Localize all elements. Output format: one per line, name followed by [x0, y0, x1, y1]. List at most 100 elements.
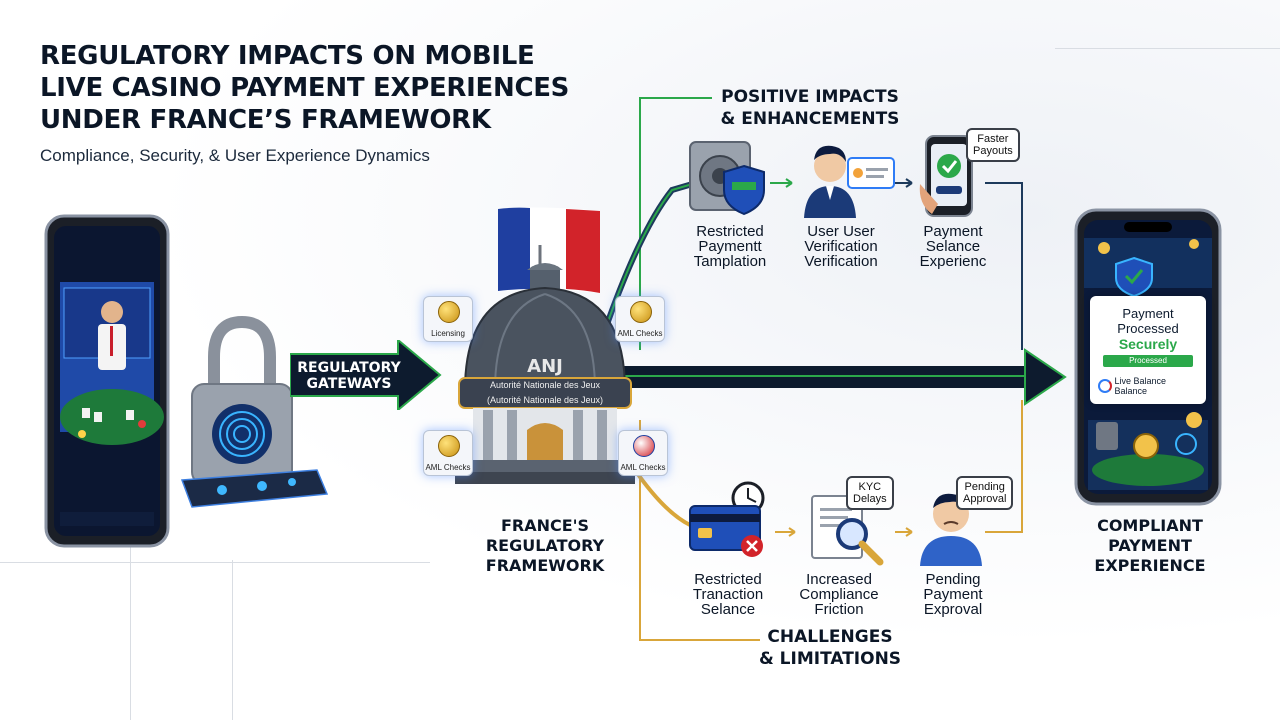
vault-shield-icon — [688, 140, 770, 218]
result-phone: Payment Processed Securely Processed Liv… — [1074, 208, 1222, 506]
licensing-coin-icon — [438, 301, 460, 323]
page-title-line-1: REGULATORY IMPACTS ON MOBILE — [40, 41, 535, 71]
payment-status-text: Securely — [1118, 336, 1178, 352]
live-balance-line-2: Balance — [1114, 386, 1148, 396]
positive-item-3-line-2: Selance — [925, 238, 981, 255]
live-balance-line-1: Live Balance — [1114, 376, 1167, 386]
live-balance-row: Live Balance Balance — [1098, 376, 1202, 396]
casino-phone-graphic — [44, 214, 170, 548]
positive-item-1-line-2: Paymentt — [698, 238, 762, 255]
badge-aml-bottom-left: AML Checks — [423, 430, 473, 476]
framework-label: FRANCE'S REGULATORY FRAMEWORK — [470, 516, 620, 576]
anj-dome: ANJ Autorité Nationale des Jeux (Autorit… — [455, 260, 635, 490]
arrow-challenge-2-head — [905, 527, 913, 537]
pending-approval-bubble: Pending Approval — [956, 476, 1014, 510]
challenge-item-1-label: Restricted Tranaction Selance — [673, 572, 783, 617]
badge-aml-bottom-right: AML Checks — [618, 430, 668, 476]
challenge-item-3-line-1: Pending — [925, 571, 981, 588]
positive-item-3-line-3: Experienc — [919, 253, 987, 270]
badge-aml-top-label: AML Checks — [617, 329, 663, 338]
positive-item-3-line-1: Payment — [923, 223, 983, 240]
challenge-item-2-line-3: Friction — [814, 601, 864, 618]
faster-payouts-bubble: Faster Payouts — [966, 128, 1020, 162]
challenges-heading-line-1: CHALLENGES — [767, 627, 893, 647]
positive-item-1-line-3: Tamplation — [693, 253, 767, 270]
processed-badge: Processed — [1103, 355, 1193, 367]
badge-licensing: Licensing — [423, 296, 473, 342]
dome-building-icon — [455, 263, 635, 484]
challenge-item-2-label: Increased Compliance Friction — [784, 572, 894, 617]
positive-item-1-line-1: Restricted — [696, 223, 764, 240]
challenges-to-result-line — [985, 400, 1023, 533]
gateway-label: REGULATORY GATEWAYS — [294, 360, 404, 392]
positive-item-3-label: Payment Selance Experienc — [898, 224, 1008, 269]
dome-title: ANJ — [527, 356, 563, 377]
payment-processed-line-1: Payment — [1122, 306, 1174, 321]
regulatory-gateways-arrow: REGULATORY GATEWAYS — [290, 340, 442, 410]
badge-aml-top: AML Checks — [615, 296, 665, 342]
challenge-item-3-label: Pending Payment Exproval — [898, 572, 1008, 617]
result-label: COMPLIANT PAYMENT EXPERIENCE — [1070, 516, 1230, 576]
kyc-delays-line-1: KYC — [858, 481, 882, 493]
positive-to-result-line — [985, 182, 1023, 350]
arrow-positive-2-head — [905, 178, 913, 188]
gateway-label-line-1: REGULATORY — [297, 360, 401, 376]
grid-line — [0, 562, 430, 563]
challenge-item-1-line-2: Tranaction — [692, 586, 764, 603]
badge-aml-bottom-left-label: AML Checks — [425, 463, 471, 472]
aml-coin-icon — [438, 435, 460, 457]
grid-line — [232, 560, 233, 720]
result-label-line-3: EXPERIENCE — [1094, 556, 1206, 575]
positive-item-2-line-3: Verification — [804, 253, 878, 270]
security-padlock — [172, 312, 332, 517]
arrow-challenge-1-head — [788, 527, 796, 537]
result-label-line-2: PAYMENT — [1108, 536, 1192, 555]
payment-processed-card: Payment Processed Securely Processed Liv… — [1090, 296, 1206, 404]
pending-approval-line-1: Pending — [964, 481, 1005, 493]
aml-flag-icon — [633, 435, 655, 457]
payment-processed-title: Payment Processed — [1090, 306, 1206, 336]
refresh-icon — [1098, 379, 1112, 393]
challenge-item-2-line-2: Compliance — [799, 586, 879, 603]
badge-aml-bottom-right-label: AML Checks — [620, 463, 666, 472]
positive-heading: POSITIVE IMPACTS & ENHANCEMENTS — [700, 86, 920, 130]
challenge-item-1-line-1: Restricted — [694, 571, 762, 588]
faster-payouts-line-1: Faster — [977, 133, 1009, 145]
badge-licensing-label: Licensing — [431, 329, 465, 338]
page-title-line-2: LIVE CASINO PAYMENT EXPERIENCES — [40, 73, 570, 103]
positive-branch-line-accent — [604, 179, 707, 331]
gateway-arrow-shape — [290, 340, 442, 410]
challenge-item-3-line-2: Payment — [923, 586, 983, 603]
restricted-card-icon — [688, 480, 772, 560]
user-verification-icon — [800, 140, 896, 220]
framework-label-line-3: FRAMEWORK — [485, 556, 605, 575]
arrow-positive-1-head — [785, 178, 793, 188]
result-label-line-1: COMPLIANT — [1097, 516, 1203, 535]
challenge-item-3-line-3: Exproval — [923, 601, 983, 618]
framework-label-line-2: REGULATORY — [485, 536, 605, 555]
challenges-heading: CHALLENGES & LIMITATIONS — [740, 626, 920, 670]
title-block: REGULATORY IMPACTS ON MOBILE LIVE CASINO… — [40, 40, 640, 166]
casino-phone — [42, 212, 172, 550]
gateway-label-line-2: GATEWAYS — [306, 376, 392, 392]
challenge-item-1-line-3: Selance — [700, 601, 756, 618]
framework-label-line-1: FRANCE'S — [500, 516, 590, 535]
dome-banner-bottom: (Autorité Nationale des Jeux) — [486, 395, 604, 405]
challenges-heading-line-2: & LIMITATIONS — [758, 649, 902, 669]
positive-heading-line-1: POSITIVE IMPACTS — [721, 87, 899, 107]
kyc-delays-line-2: Delays — [853, 493, 887, 505]
live-balance-text: Live Balance Balance — [1115, 376, 1167, 396]
positive-item-2-label: User User Verification Verification — [786, 224, 896, 269]
payment-approved-phone-icon — [918, 134, 988, 220]
grid-line — [1055, 48, 1280, 49]
faster-payouts-line-2: Payouts — [973, 145, 1013, 157]
positive-item-1-label: Restricted Paymentt Tamplation — [675, 224, 785, 269]
positive-bracket-line — [639, 97, 712, 350]
aml-coin-icon — [630, 301, 652, 323]
page-subtitle: Compliance, Security, & User Experience … — [40, 146, 430, 165]
compliance-document-icon — [808, 490, 888, 566]
positive-heading-line-2: & ENHANCEMENTS — [720, 109, 900, 129]
pending-approval-line-2: Approval — [963, 493, 1007, 505]
main-flow-arrow-head — [1024, 348, 1067, 406]
